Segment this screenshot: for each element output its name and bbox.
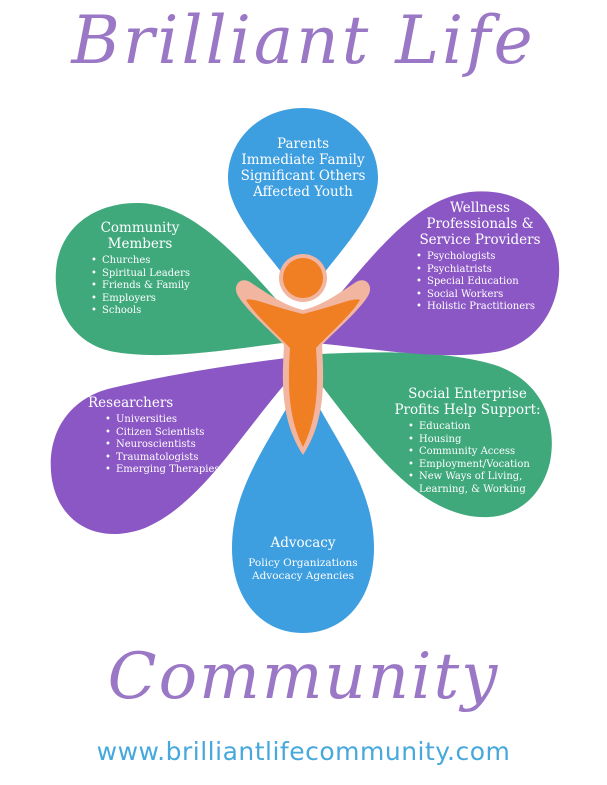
list-item: Spiritual Leaders	[91, 268, 205, 281]
petal-heading: Social Enterprise	[408, 386, 527, 402]
petal-bottom-text: Advocacy Policy Organizations Advocacy A…	[238, 535, 368, 583]
list-item: Holistic Practitioners	[416, 301, 555, 314]
list-item: Social Workers	[416, 289, 555, 302]
list-item: Special Education	[416, 276, 555, 289]
petal-upper-right-text: Wellness Professionals & Service Provide…	[405, 200, 555, 314]
petal-heading: Service Providers	[419, 232, 541, 248]
list-item: Education	[408, 421, 550, 434]
list-item: Employers	[91, 293, 205, 306]
list-item: Employment/Vocation	[408, 459, 550, 472]
list-item: Neuroscientists	[105, 439, 238, 452]
website-link[interactable]: www.brilliantlifecommunity.com	[96, 737, 511, 766]
page-title: Brilliant Life	[71, 2, 536, 79]
list-item: New Ways of Living, Learning, & Working	[408, 471, 539, 496]
petal-heading: Professionals &	[426, 216, 534, 232]
petal-upper-left-text: Community Members Churches Spiritual Lea…	[75, 220, 205, 318]
list-item: Schools	[91, 305, 205, 318]
petal-lower-right-text: Social Enterprise Profits Help Support: …	[385, 386, 550, 496]
petal-top-line: Significant Others	[240, 168, 366, 184]
petal-bottom-line: Advocacy Agencies	[252, 570, 354, 582]
list-item: Psychologists	[416, 251, 555, 264]
list-item: Universities	[105, 414, 238, 427]
list-item: Community Access	[408, 446, 550, 459]
petal-top-line: Parents	[276, 136, 330, 152]
petal-top-text: Parents Immediate Family Significant Oth…	[233, 136, 373, 200]
petal-bottom-line: Policy Organizations	[248, 557, 358, 569]
petal-heading: Community	[100, 220, 180, 236]
list-item: Churches	[91, 255, 205, 268]
list-item: Traumatologists	[105, 452, 238, 465]
petal-heading: Members	[107, 236, 173, 252]
petal-lower-left-text: Researchers Universities Citizen Scienti…	[78, 395, 238, 477]
petal-bottom	[232, 375, 374, 633]
petal-top-line: Immediate Family	[241, 152, 365, 168]
community-title: Community	[107, 640, 500, 714]
petal-heading: Advocacy	[270, 535, 336, 551]
petal-top-line: Affected Youth	[253, 184, 353, 200]
list-item: Friends & Family	[91, 280, 205, 293]
petal-top	[228, 108, 378, 300]
petal-heading: Profits Help Support:	[394, 402, 541, 418]
petal-heading: Wellness	[450, 200, 510, 216]
person-figure	[235, 254, 371, 455]
list-item: Psychiatrists	[416, 264, 555, 277]
petal-heading: Researchers	[88, 395, 174, 411]
list-item: Housing	[408, 434, 550, 447]
list-item: Citizen Scientists	[105, 427, 238, 440]
list-item: Emerging Therapies	[105, 464, 238, 477]
